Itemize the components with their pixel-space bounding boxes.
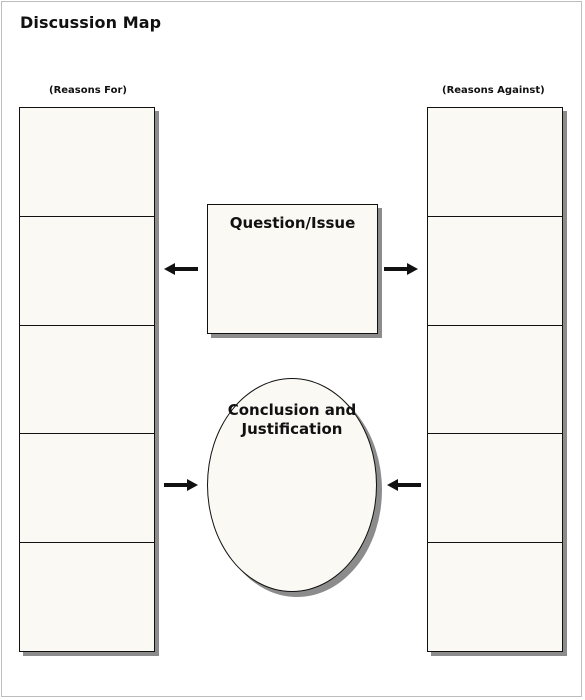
page-title: Discussion Map [20,13,162,32]
arrow-left-icon [164,263,198,275]
reason-for-box[interactable] [20,108,154,217]
reason-against-box[interactable] [428,108,562,217]
reasons-against-label: (Reasons Against) [442,85,545,96]
reasons-for-column [19,107,155,652]
reason-against-box[interactable] [428,434,562,544]
arrow-left-icon [387,479,421,491]
arrow-right-icon [384,263,418,275]
conclusion-justification-label: Conclusion and Justification [227,401,357,438]
reason-against-box[interactable] [428,543,562,651]
reason-for-box[interactable] [20,326,154,435]
reasons-against-column [427,107,563,652]
question-issue-box[interactable]: Question/Issue [207,204,378,334]
reason-against-box[interactable] [428,326,562,435]
reason-against-box[interactable] [428,217,562,326]
arrow-right-icon [164,479,198,491]
question-issue-label: Question/Issue [229,214,356,232]
reason-for-box[interactable] [20,543,154,651]
reason-for-box[interactable] [20,434,154,544]
reason-for-box[interactable] [20,217,154,326]
reasons-for-label: (Reasons For) [49,85,127,96]
conclusion-justification-oval[interactable]: Conclusion and Justification [207,378,377,592]
